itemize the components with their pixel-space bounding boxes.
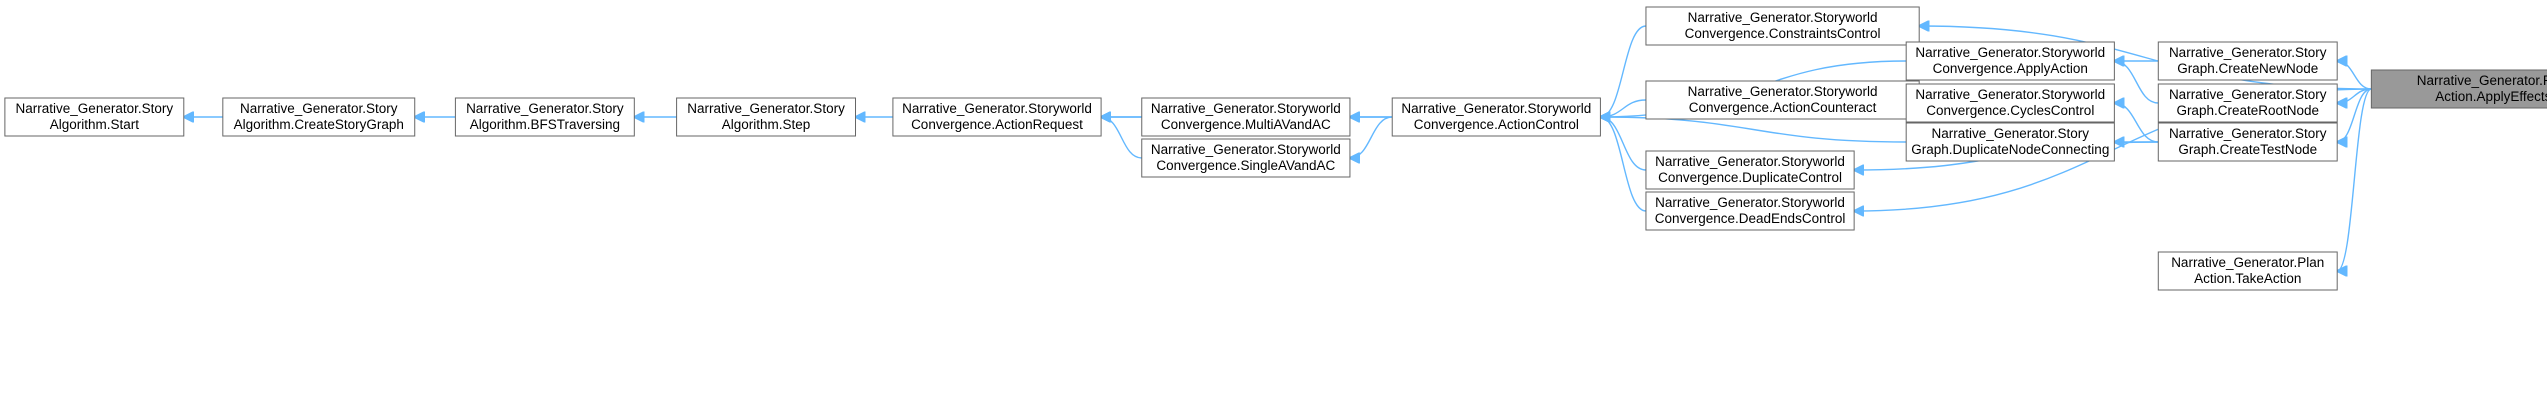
node-label-line1: Narrative_Generator.Story [687, 101, 845, 116]
node-box[interactable] [1645, 6, 1920, 46]
node-create_root_node[interactable]: Narrative_Generator.StoryGraph.CreateRoo… [2157, 83, 2338, 123]
node-label-line2: Action.ApplyEffects [2435, 89, 2547, 104]
node-single_av_and_ac[interactable]: Narrative_Generator.StoryworldConvergenc… [1141, 138, 1351, 178]
node-label-line2: Convergence.MultiAVandAC [1161, 117, 1331, 132]
node-label-line1: Narrative_Generator.Plan [2171, 255, 2324, 270]
edge-action_control-duplicate_node_connecting [1600, 117, 1907, 143]
node-action_counteract[interactable]: Narrative_Generator.StoryworldConvergenc… [1645, 80, 1920, 120]
node-box[interactable] [1645, 191, 1855, 231]
node-label-line2: Convergence.CyclesControl [1926, 103, 2094, 118]
node-box[interactable] [892, 97, 1102, 137]
node-label-line2: Algorithm.BFSTraversing [470, 117, 620, 132]
node-label-line2: Action.TakeAction [2194, 271, 2301, 286]
node-label-line1: Narrative_Generator.Storyworld [1401, 101, 1591, 116]
node-box[interactable] [1391, 97, 1601, 137]
node-multi_av_and_ac[interactable]: Narrative_Generator.StoryworldConvergenc… [1141, 97, 1351, 137]
node-bfs_traversing[interactable]: Narrative_Generator.StoryAlgorithm.BFSTr… [454, 97, 635, 137]
node-create_story_graph[interactable]: Narrative_Generator.StoryAlgorithm.Creat… [222, 97, 416, 137]
node-duplicate_control[interactable]: Narrative_Generator.StoryworldConvergenc… [1645, 150, 1855, 190]
edge-action_control-constraints_control [1600, 25, 1647, 117]
node-label-line1: Narrative_Generator.Story [16, 101, 174, 116]
node-label-line1: Narrative_Generator.Storyworld [1655, 195, 1845, 210]
node-label-line1: Narrative_Generator.Story [2169, 45, 2327, 60]
node-label-line2: Convergence.ActionRequest [911, 117, 1083, 132]
nodes-layer: Narrative_Generator.PlanAction.ApplyEffe… [4, 6, 2547, 291]
node-box[interactable] [2157, 83, 2338, 123]
node-duplicate_node_connecting[interactable]: Narrative_Generator.StoryGraph.Duplicate… [1905, 122, 2115, 162]
node-label-line1: Narrative_Generator.Story [1931, 126, 2089, 141]
edge-create_new_node-plan_apply_effects [2337, 61, 2372, 90]
node-box[interactable] [2370, 69, 2547, 109]
node-label-line2: Convergence.DeadEndsControl [1655, 211, 1846, 226]
node-label-line1: Narrative_Generator.Story [240, 101, 398, 116]
node-label-line2: Convergence.DuplicateControl [1658, 170, 1842, 185]
edge-apply_action-create_root_node [2114, 61, 2159, 104]
edge-take_action-plan_apply_effects [2337, 88, 2372, 271]
node-label-line2: Convergence.ApplyAction [1933, 61, 2088, 76]
node-box[interactable] [1905, 83, 2115, 123]
node-label-line1: Narrative_Generator.Story [466, 101, 624, 116]
node-box[interactable] [2157, 41, 2338, 81]
node-plan_apply_effects[interactable]: Narrative_Generator.PlanAction.ApplyEffe… [2370, 69, 2547, 109]
node-box[interactable] [2157, 122, 2338, 162]
node-label-line2: Algorithm.Start [50, 117, 140, 132]
node-create_new_node[interactable]: Narrative_Generator.StoryGraph.CreateNew… [2157, 41, 2338, 81]
node-label-line2: Convergence.ActionControl [1414, 117, 1579, 132]
node-box[interactable] [2157, 251, 2338, 291]
node-label-line1: Narrative_Generator.Plan [2417, 73, 2547, 88]
node-label-line1: Narrative_Generator.Story [2169, 126, 2327, 141]
node-label-line1: Narrative_Generator.Storyworld [902, 101, 1092, 116]
node-box[interactable] [1141, 138, 1351, 178]
edge-cycles_control-create_test_node [2114, 103, 2159, 143]
node-label-line1: Narrative_Generator.Storyworld [1915, 45, 2105, 60]
node-box[interactable] [4, 97, 185, 137]
node-box[interactable] [454, 97, 635, 137]
node-label-line2: Graph.CreateTestNode [2178, 142, 2317, 157]
node-create_test_node[interactable]: Narrative_Generator.StoryGraph.CreateTes… [2157, 122, 2338, 162]
node-label-line2: Graph.CreateNewNode [2177, 61, 2318, 76]
node-box[interactable] [676, 97, 857, 137]
node-apply_action[interactable]: Narrative_Generator.StoryworldConvergenc… [1905, 41, 2115, 81]
node-label-line1: Narrative_Generator.Storyworld [1688, 84, 1878, 99]
edge-action_control-dead_ends_control [1600, 117, 1647, 212]
node-label-line2: Graph.DuplicateNodeConnecting [1911, 142, 2109, 157]
node-action_request[interactable]: Narrative_Generator.StoryworldConvergenc… [892, 97, 1102, 137]
node-cycles_control[interactable]: Narrative_Generator.StoryworldConvergenc… [1905, 83, 2115, 123]
edge-single_av_and_ac-action_control [1350, 116, 1393, 158]
edge-create_test_node-plan_apply_effects [2337, 88, 2372, 142]
node-box[interactable] [1645, 150, 1855, 190]
edge-action_request-single_av_and_ac [1101, 117, 1142, 159]
node-label-line1: Narrative_Generator.Storyworld [1655, 154, 1845, 169]
node-dead_ends_control[interactable]: Narrative_Generator.StoryworldConvergenc… [1645, 191, 1855, 231]
node-label-line1: Narrative_Generator.Storyworld [1688, 10, 1878, 25]
node-box[interactable] [222, 97, 416, 137]
node-label-line2: Convergence.SingleAVandAC [1156, 158, 1335, 173]
node-box[interactable] [1905, 122, 2115, 162]
node-label-line1: Narrative_Generator.Storyworld [1151, 142, 1341, 157]
node-constraints_control[interactable]: Narrative_Generator.StoryworldConvergenc… [1645, 6, 1920, 46]
node-label-line2: Convergence.ConstraintsControl [1685, 26, 1881, 41]
node-label-line1: Narrative_Generator.Story [2169, 87, 2327, 102]
node-box[interactable] [1141, 97, 1351, 137]
node-label-line1: Narrative_Generator.Storyworld [1915, 87, 2105, 102]
node-label-line1: Narrative_Generator.Storyworld [1151, 101, 1341, 116]
node-box[interactable] [1645, 80, 1920, 120]
node-box[interactable] [1905, 41, 2115, 81]
node-label-line2: Graph.CreateRootNode [2176, 103, 2319, 118]
node-label-line2: Algorithm.CreateStoryGraph [234, 117, 404, 132]
node-label-line2: Convergence.ActionCounteract [1689, 100, 1877, 115]
node-action_control[interactable]: Narrative_Generator.StoryworldConvergenc… [1391, 97, 1601, 137]
node-label-line2: Algorithm.Step [722, 117, 811, 132]
node-take_action[interactable]: Narrative_Generator.PlanAction.TakeActio… [2157, 251, 2338, 291]
